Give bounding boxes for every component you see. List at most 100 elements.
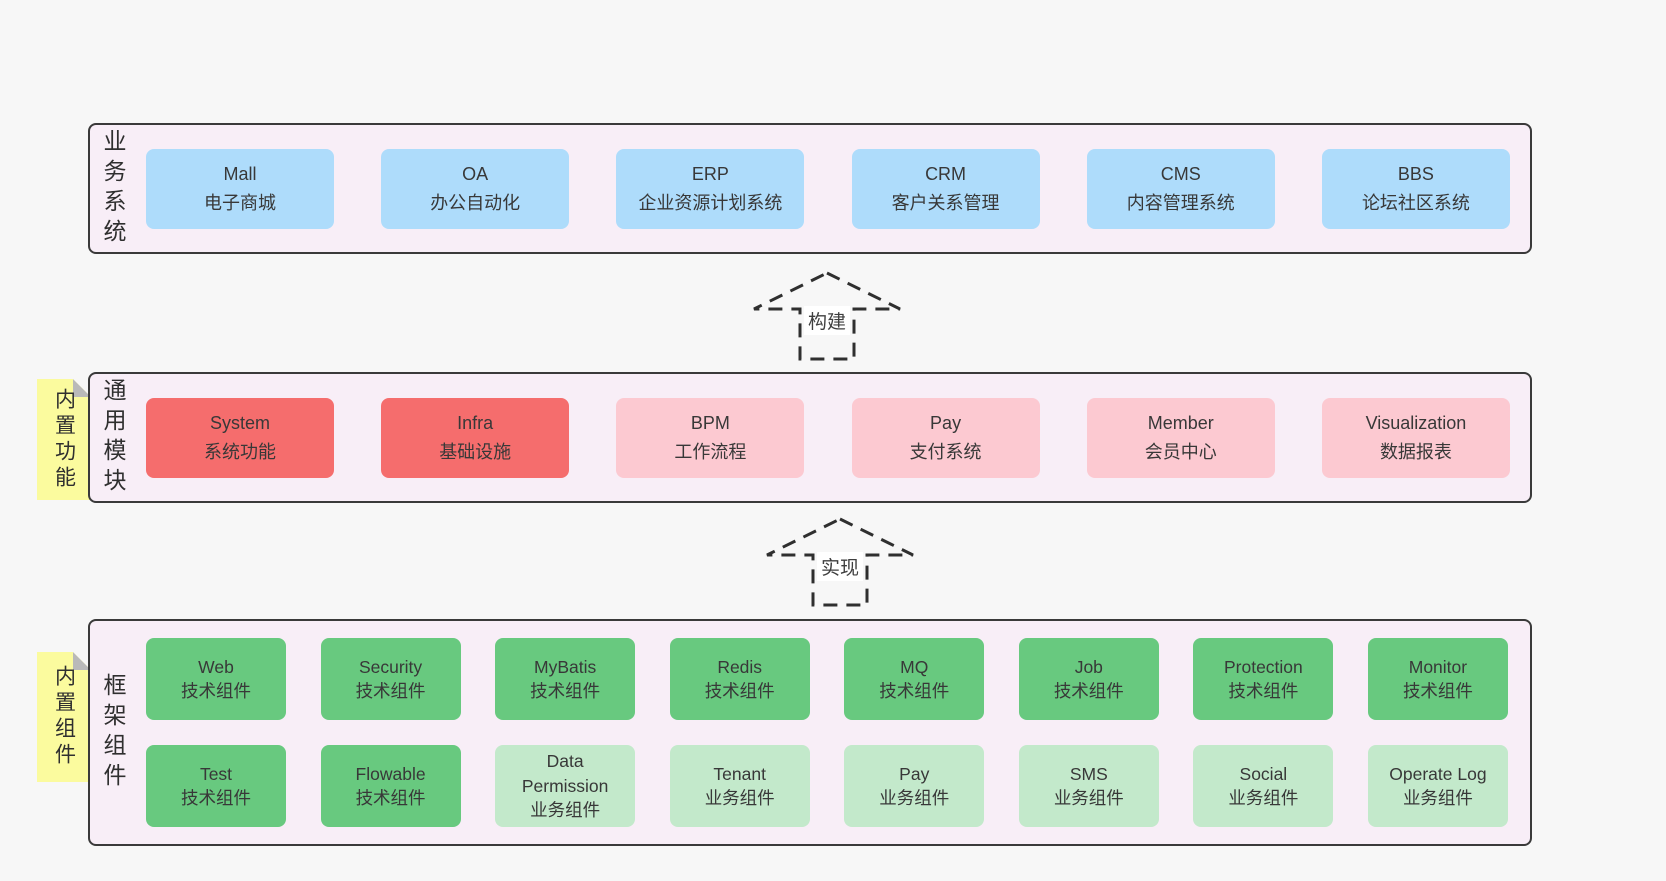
section-label-modules: 通用模块 <box>100 377 126 498</box>
card-job: Job 技术组件 <box>1018 638 1159 720</box>
card-infra: Infra 基础设施 <box>381 397 570 478</box>
card-mall: Mall 电子商城 <box>146 148 334 229</box>
card-subtitle: 技术组件 <box>530 681 601 701</box>
card-security: Security 技术组件 <box>320 638 461 720</box>
card-cms: CMS 内容管理系统 <box>1086 148 1275 229</box>
card-title: Member <box>1147 412 1214 433</box>
sticky-note-builtin-components: 内置组件 <box>37 652 91 782</box>
card-operate-log: Operate Log 业务组件 <box>1367 745 1508 827</box>
card-title: Pay <box>899 763 930 784</box>
framework-boxes-grid: Web 技术组件 Security 技术组件 MyBatis 技术组件 Redi… <box>146 638 1508 827</box>
card-title: MyBatis <box>534 656 597 677</box>
card-title: System <box>209 412 270 433</box>
card-mq: MQ 技术组件 <box>844 638 985 720</box>
card-title: OA <box>462 163 489 184</box>
card-subtitle: 论坛社区系统 <box>1361 192 1470 213</box>
card-title: Social <box>1239 763 1288 784</box>
card-subtitle: 系统功能 <box>204 441 276 462</box>
section-framework-components: 框架组件 Web 技术组件 Security 技术组件 MyBatis 技术组件… <box>88 619 1532 846</box>
up-arrow-implement-icon: 实现 <box>760 516 920 608</box>
card-title: ERP <box>691 163 729 184</box>
card-subtitle: 业务组件 <box>1402 788 1473 808</box>
card-title: Mall <box>223 163 257 184</box>
card-system: System 系统功能 <box>146 397 334 478</box>
card-monitor: Monitor 技术组件 <box>1367 638 1508 720</box>
card-title: Tenant <box>713 763 766 784</box>
card-test: Test 技术组件 <box>146 745 286 827</box>
card-bpm: BPM 工作流程 <box>616 397 805 478</box>
arrow-label-implement: 实现 <box>816 552 864 581</box>
card-member: Member 会员中心 <box>1086 397 1275 478</box>
card-title: Pay <box>930 412 962 433</box>
card-title: Security <box>358 656 423 677</box>
card-subtitle: 技术组件 <box>704 681 775 701</box>
card-sms: SMS 业务组件 <box>1018 745 1159 827</box>
card-subtitle: 技术组件 <box>1402 681 1473 701</box>
card-title: Job <box>1074 656 1103 677</box>
card-title: CMS <box>1160 163 1201 184</box>
card-title: Infra <box>457 412 494 433</box>
card-oa: OA 办公自动化 <box>381 148 570 229</box>
card-subtitle: 技术组件 <box>181 681 251 701</box>
card-title: Test <box>199 763 233 784</box>
card-title: BPM <box>690 412 730 433</box>
card-protection: Protection 技术组件 <box>1193 638 1334 720</box>
card-flowable: Flowable 技术组件 <box>320 745 461 827</box>
card-subtitle: 企业资源计划系统 <box>638 192 783 213</box>
card-visualization: Visualization 数据报表 <box>1321 397 1510 478</box>
card-data-permission: Data Permission 业务组件 <box>495 745 636 827</box>
card-title: BBS <box>1397 163 1434 184</box>
business-boxes-row: Mall 电子商城 OA 办公自动化 ERP 企业资源计划系统 CRM 客户关系… <box>146 125 1510 252</box>
card-subtitle: 业务组件 <box>704 788 775 808</box>
section-label-business: 业务系统 <box>100 128 126 249</box>
card-bbs: BBS 论坛社区系统 <box>1321 148 1510 229</box>
card-subtitle: 技术组件 <box>879 681 950 701</box>
card-social: Social 业务组件 <box>1193 745 1334 827</box>
card-title: Operate Log <box>1389 763 1487 784</box>
card-subtitle: 内容管理系统 <box>1126 192 1235 213</box>
card-title: Web <box>198 656 234 677</box>
card-subtitle: 技术组件 <box>355 681 426 701</box>
card-title: Visualization <box>1365 412 1467 433</box>
card-title: Protection <box>1223 656 1303 677</box>
card-title: Flowable <box>355 763 426 784</box>
card-title: CRM <box>925 163 967 184</box>
card-subtitle: 技术组件 <box>181 788 251 808</box>
card-redis: Redis 技术组件 <box>669 638 810 720</box>
up-arrow-build-icon: 构建 <box>747 270 907 362</box>
card-subtitle: 技术组件 <box>1053 681 1124 701</box>
sticky-note-builtin-features: 内置功能 <box>37 379 91 500</box>
card-title: Data Permission <box>521 751 609 796</box>
card-subtitle: 数据报表 <box>1379 441 1452 462</box>
card-subtitle: 业务组件 <box>1228 788 1299 808</box>
card-title: MQ <box>900 656 929 677</box>
card-subtitle: 支付系统 <box>909 441 982 462</box>
card-subtitle: 技术组件 <box>355 788 426 808</box>
card-title: SMS <box>1069 763 1108 784</box>
card-title: Redis <box>717 656 763 677</box>
card-pay: Pay 支付系统 <box>851 397 1040 478</box>
card-tenant: Tenant 业务组件 <box>669 745 810 827</box>
card-web: Web 技术组件 <box>146 638 286 720</box>
section-label-framework: 框架组件 <box>100 672 126 793</box>
card-pay-component: Pay 业务组件 <box>844 745 985 827</box>
card-erp: ERP 企业资源计划系统 <box>616 148 805 229</box>
card-subtitle: 技术组件 <box>1228 681 1299 701</box>
section-business-systems: 业务系统 Mall 电子商城 OA 办公自动化 ERP 企业资源计划系统 CRM… <box>88 123 1532 254</box>
card-subtitle: 业务组件 <box>530 800 601 821</box>
card-subtitle: 电子商城 <box>204 192 276 213</box>
card-subtitle: 客户关系管理 <box>891 192 1000 213</box>
card-subtitle: 业务组件 <box>879 788 950 808</box>
section-common-modules: 通用模块 System 系统功能 Infra 基础设施 BPM 工作流程 Pay… <box>88 372 1532 503</box>
sticky-label-builtin-features: 内置功能 <box>52 387 76 492</box>
sticky-label-builtin-components: 内置组件 <box>52 665 76 769</box>
card-mybatis: MyBatis 技术组件 <box>495 638 636 720</box>
card-crm: CRM 客户关系管理 <box>851 148 1040 229</box>
card-subtitle: 业务组件 <box>1053 788 1124 808</box>
modules-boxes-row: System 系统功能 Infra 基础设施 BPM 工作流程 Pay 支付系统… <box>146 374 1510 501</box>
card-subtitle: 会员中心 <box>1144 441 1217 462</box>
arrow-label-build: 构建 <box>803 306 851 335</box>
card-title: Monitor <box>1408 656 1468 677</box>
card-subtitle: 工作流程 <box>674 441 747 462</box>
card-subtitle: 办公自动化 <box>430 192 521 213</box>
